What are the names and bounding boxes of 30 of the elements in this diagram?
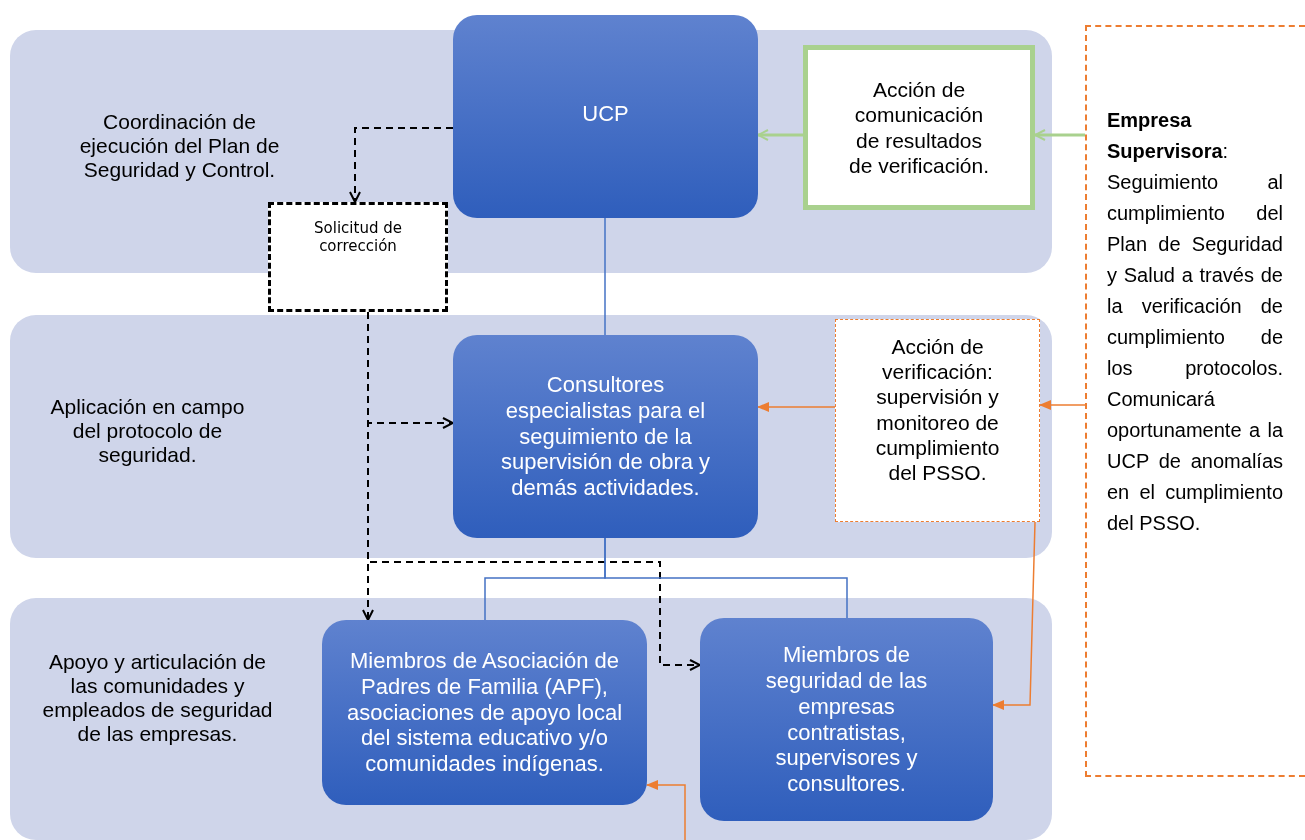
lane-label: Apoyo y articulación de las comunidades y empleados de seguridad de las empresas.: [41, 650, 274, 747]
node-text: Miembros de Asociación de Padres de Familia (APF), asociaciones de apoyo local del sistema educativo y/o comunidades indígenas.: [345, 647, 624, 778]
node-text: Miembros de seguridad de las empresas contratistas, supervisores y consultores.: [764, 641, 929, 798]
node-text: Consultores especialistas para el seguimiento de la supervisión de obra y demás actividades.: [499, 371, 712, 502]
arrow: [757, 402, 836, 412]
swimlane-band: [10, 598, 1052, 840]
node-text: Acción de verificación: supervisión y monitoreo de cumplimiento del PSSO.: [874, 334, 1001, 486]
process-box: [322, 620, 647, 805]
process-box: [700, 618, 993, 821]
connector-line: [604, 217, 606, 336]
arrow: [757, 129, 803, 141]
note-box: [803, 45, 1035, 210]
node-text: Empresa Supervisora: Seguimiento al cumplimiento del Plan de Seguridad y Salud a través de la verificación de cumplimiento de los protocolos. Comunicará oportunamente a la UCP de anomalías en el cumplimiento del PSSO.: [1107, 109, 1283, 534]
lane-label: Aplicación en campo del protocolo de seguridad.: [49, 395, 246, 468]
connector-line: [604, 537, 848, 619]
arrow: [1039, 400, 1086, 410]
arrow: [1034, 129, 1085, 141]
dashed-arrow: [349, 127, 454, 203]
node-text: UCP: [582, 101, 629, 127]
arrow: [646, 780, 686, 840]
node-text: Acción de comunicación de resultados de verificación.: [847, 77, 991, 178]
arrow: [992, 521, 1036, 710]
process-box: [453, 15, 758, 218]
process-box: [453, 335, 758, 538]
node-text: Solicitud de corrección: [313, 219, 403, 255]
lane-label: Coordinación de ejecución del Plan de Seguridad y Control.: [78, 110, 281, 183]
note-box: [268, 202, 448, 312]
note-box: [835, 319, 1040, 522]
description-panel: [1085, 25, 1305, 777]
swimlane-band: [10, 315, 1052, 558]
